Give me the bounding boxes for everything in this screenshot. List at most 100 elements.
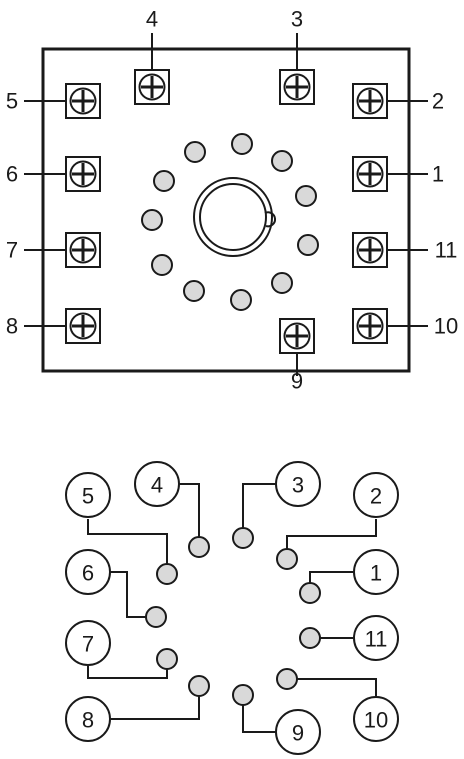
screw-terminal-11 [352,232,388,268]
screw-terminal-4 [134,69,170,105]
screw-cross-slot [359,163,381,185]
screw-cross-slot [72,239,94,261]
pin-label-4: 4 [134,461,180,507]
pin-dots [145,527,321,706]
terminal-label-10: 10 [434,314,458,339]
pin-number: 6 [82,561,94,586]
socket-hole [230,289,252,311]
socket-holes [141,133,319,311]
pin-number: 2 [370,484,382,509]
pin-label-circles: 1 2 3 4 5 6 7 8 9 10 11 [65,461,399,755]
wire-pin-10 [287,678,377,696]
center-hub [193,177,277,257]
pin-label-7: 7 [65,620,111,666]
socket-hole [151,254,173,276]
pin-dot-7 [156,648,178,670]
socket-hole [141,209,163,231]
pin-wires [87,483,377,733]
terminal-leader-lines [24,33,428,376]
center-hub-inner-ring [199,183,267,251]
screw-terminal-6 [65,156,101,192]
pin-label-11: 11 [353,615,399,661]
pin-dot-5 [156,563,178,585]
pin-label-10: 10 [353,696,399,742]
pin-label-3: 3 [275,461,321,507]
socket-hole [183,280,205,302]
center-hub-outer-ring [193,177,273,257]
wire-pin-9 [242,695,276,733]
screw-cross-slot [141,76,163,98]
screw-terminal-10 [352,308,388,344]
pin-label-circle [134,461,180,507]
pin-label-circle [353,615,399,661]
pin-dot-1 [299,582,321,604]
terminal-label-5: 5 [6,89,18,114]
screw-terminal-5 [65,83,101,119]
pin-number: 4 [151,473,163,498]
terminal-label-4: 4 [146,7,158,32]
pin-label-2: 2 [353,472,399,518]
pin-number: 5 [82,484,94,509]
pin-label-circle [275,461,321,507]
pin-number: 9 [292,721,304,746]
pin-dot-11 [299,627,321,649]
pin-label-circle [65,472,111,518]
wire-pin-8 [111,686,200,720]
pin-number: 10 [364,708,388,733]
pin-dot-10 [276,668,298,690]
pin-label-circle [275,709,321,755]
terminal-label-2: 2 [432,89,444,114]
screw-terminal-3 [279,69,315,105]
pin-label-circle [353,549,399,595]
screw-cross-slot [286,76,308,98]
pin-label-8: 8 [65,696,111,742]
pin-connection-diagram: 1 2 3 4 5 6 7 8 9 10 11 [65,461,399,755]
pin-label-9: 9 [275,709,321,755]
pin-label-circle [65,549,111,595]
pin-label-1: 1 [353,549,399,595]
pin-label-circle [65,696,111,742]
screw-cross-slot [286,325,308,347]
screw-cross-slot [359,315,381,337]
screw-cross-slot [359,90,381,112]
center-hub-key-notch [264,211,277,228]
screw-terminal-7 [65,232,101,268]
pin-number: 11 [365,627,388,652]
pin-label-circle [65,620,111,666]
wire-pin-6 [110,571,156,618]
pin-number: 8 [82,708,94,733]
terminal-label-11: 11 [435,238,458,263]
pin-label-5: 5 [65,472,111,518]
screw-terminal-9 [279,318,315,354]
pin-label-circle [353,472,399,518]
pin-dot-2 [276,548,298,570]
pin-dot-3 [232,527,254,549]
pin-number: 3 [292,473,304,498]
socket-hole [271,150,293,172]
pin-number: 7 [82,632,94,657]
pin-dot-9 [232,684,254,706]
terminal-label-3: 3 [291,7,303,32]
socket-hole [295,185,317,207]
terminal-label-9: 9 [291,369,303,394]
wire-pin-5 [87,519,168,574]
pin-dot-8 [188,675,210,697]
terminal-label-1: 1 [432,162,444,187]
terminal-label-7: 7 [6,238,18,263]
pin-label-circle [353,696,399,742]
socket-hole [271,272,293,294]
wire-pin-2 [286,519,377,559]
terminal-label-8: 8 [6,314,18,339]
pin-label-6: 6 [65,549,111,595]
screw-cross-slot [72,163,94,185]
screw-cross-slot [72,315,94,337]
screw-terminal-2 [352,83,388,119]
screw-terminals [65,69,388,354]
socket-hole [153,170,175,192]
pin-dot-4 [188,536,210,558]
socket-base-outline [41,47,411,373]
wire-pin-3 [242,483,278,538]
